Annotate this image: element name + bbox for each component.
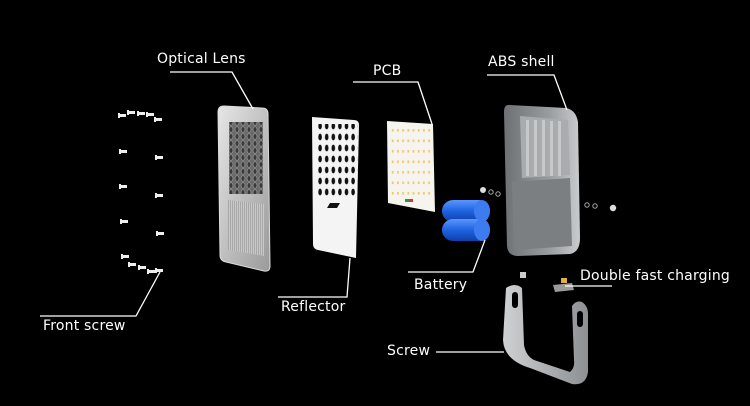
screw-icon	[155, 268, 163, 273]
screw-icon	[120, 219, 128, 224]
label-abs-shell: ABS shell	[488, 54, 555, 70]
label-optical-lens: Optical Lens	[157, 51, 246, 67]
shell-screws	[480, 187, 617, 212]
label-reflector: Reflector	[281, 299, 346, 315]
reflector-part	[312, 117, 359, 258]
leader-pcb	[353, 81, 433, 125]
screw-icon	[154, 117, 162, 122]
screw-icon	[128, 262, 136, 267]
screw-icon	[137, 111, 145, 116]
label-screw: Screw	[387, 343, 431, 359]
bracket-part	[503, 285, 588, 385]
front-screws	[118, 110, 164, 274]
label-front-screw: Front screw	[43, 318, 126, 334]
screw-icon	[156, 231, 164, 236]
screw-icon	[127, 110, 135, 115]
label-pcb: PCB	[373, 63, 402, 79]
abs-shell-part	[504, 104, 580, 256]
leader-reflector	[278, 257, 351, 298]
screw-icon	[119, 184, 127, 189]
leader-battery	[408, 239, 486, 273]
screw-icon	[121, 254, 129, 259]
leader-front-screw	[40, 271, 161, 317]
leader-optical-lens	[170, 71, 254, 110]
battery-part	[442, 200, 490, 241]
screw-icon	[147, 269, 155, 274]
charging-module-part	[520, 272, 574, 292]
label-double-fast-charging: Double fast charging	[580, 268, 730, 284]
screw-icon	[119, 149, 127, 154]
screw-icon	[155, 193, 163, 198]
screw-icon	[118, 113, 126, 118]
screw-icon	[155, 155, 163, 160]
optical-lens-part	[217, 105, 271, 272]
pcb-part	[387, 121, 435, 212]
screw-icon	[138, 265, 146, 270]
leader-lines	[40, 71, 612, 353]
leader-abs-shell	[487, 74, 568, 111]
label-battery: Battery	[414, 277, 468, 293]
screw-icon	[146, 112, 154, 117]
